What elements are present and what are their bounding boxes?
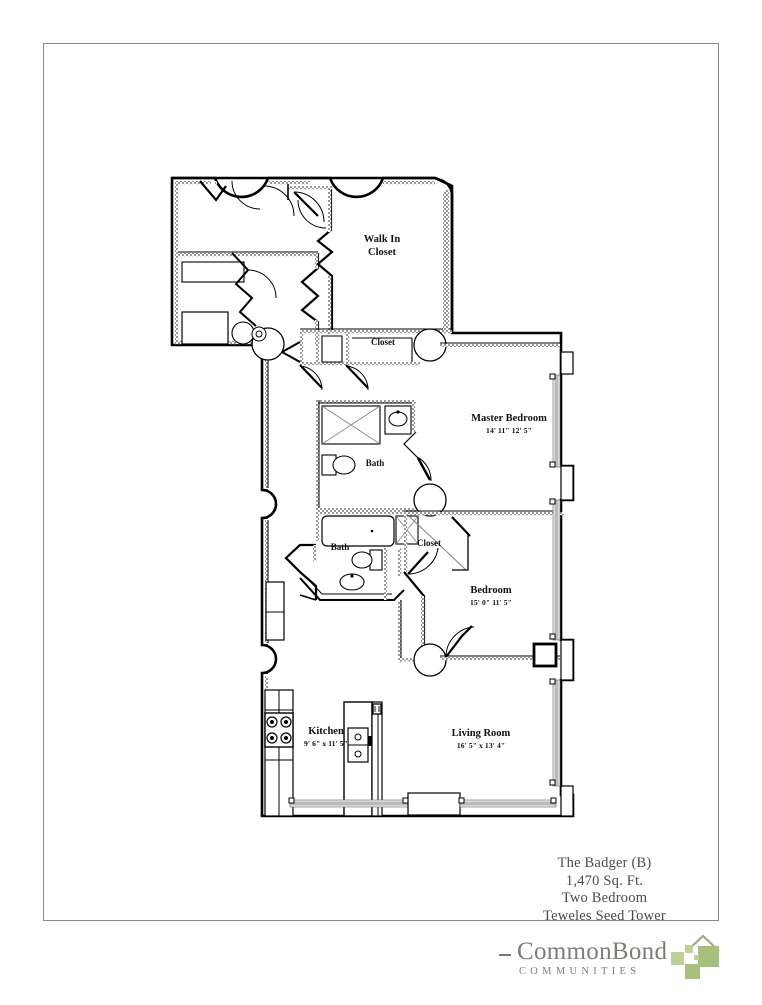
logo-tagline: COMMUNITIES xyxy=(519,966,641,977)
plan-bedroom-count: Two Bedroom xyxy=(561,890,648,906)
plan-title-block: The Badger (B) 1,470 Sq. Ft. Two Bedroom… xyxy=(497,855,712,925)
commonbond-logo: CommonBond COMMUNITIES xyxy=(497,930,722,990)
logo-wordmark: CommonBond xyxy=(517,938,668,965)
logo-dash-rule xyxy=(499,954,511,956)
interior-partition-walls xyxy=(175,180,574,817)
plan-unit-name: The Badger (B) xyxy=(557,855,652,871)
house-squares-icon xyxy=(671,934,720,979)
plan-building-name: Teweles Seed Tower xyxy=(543,907,666,924)
plan-square-footage: 1,470 Sq. Ft. xyxy=(565,872,644,889)
